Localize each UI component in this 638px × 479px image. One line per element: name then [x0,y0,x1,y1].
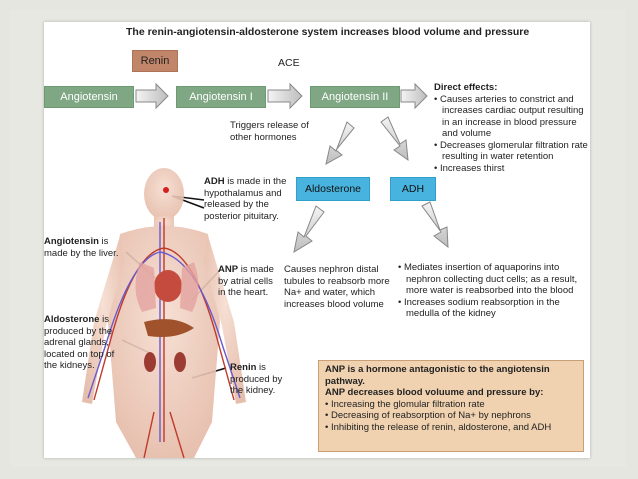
direct-effects: Direct effects: Causes arteries to const… [434,82,590,174]
angiotensin-ii-box: Angiotensin II [310,86,400,108]
angiotensin-box: Angiotensin [44,86,134,108]
arrow-ii-to-aldosterone [325,121,355,165]
direct-effect-item: Causes arteries to constrict and increas… [434,94,590,140]
adh-label: ADH is made in the hypothalamus and rele… [204,176,292,222]
arrow-ii-to-effects [400,82,428,110]
anp-info-box: ANP is a hormone antagonistic to the ang… [318,360,584,452]
anp-label-bold: ANP [218,264,239,275]
anp-box-line2: ANP decreases blood voluume and pressure… [325,387,544,398]
adh-label-rest: is made in the hypothalamus and released… [204,176,287,222]
renin-label-rest: is produced by the kidney. [230,362,283,396]
adh-box: ADH [390,177,436,201]
renin-label: Renin is produced by the kidney. [230,362,296,397]
triggers-text: Triggers release of other hormones [230,120,309,143]
diagram-title: The renin-angiotensin-aldosterone system… [126,26,530,38]
anp-box-item: Increasing the glomular filtration rate [325,399,577,411]
ace-label: ACE [278,57,300,69]
heart-icon [154,270,182,302]
renin-label-bold: Renin [230,362,257,373]
anp-box-item: Decreasing of reabsorption of Na+ by nep… [325,410,577,422]
angiotensin-label-bold: Angiotensin [44,236,99,247]
lung-icon [135,262,156,312]
anp-box-line1: ANP is a hormone antagonistic to the ang… [325,364,550,387]
adh-effect-item: Mediates insertion of aquaporins into ne… [398,262,588,297]
adh-label-bold: ADH [204,176,225,187]
arrow-i-to-ii [267,82,303,110]
aldosterone-label-bold: Aldosterone [44,314,100,325]
adh-effect-item: Increases sodium reabsorption in the med… [398,297,588,320]
angiotensin-i-box: Angiotensin I [176,86,266,108]
aldosterone-box: Aldosterone [296,177,370,201]
arrow-ii-to-adh [380,116,409,162]
kidney-icon [174,352,186,372]
direct-effect-item: Decreases glomerular filtration rate res… [434,140,590,163]
arrow-adh-down [421,201,449,249]
diagram-card: The renin-angiotensin-aldosterone system… [44,22,590,459]
aldosterone-label-rest: is produced by the adrenal glands, locat… [44,314,115,371]
aldosterone-effect-text: Causes nephron distal tubules to reabsor… [284,264,390,310]
renin-box: Renin [132,50,178,72]
anp-box-item: Inhibiting the release of renin, aldoste… [325,422,577,434]
lung-icon [180,262,199,312]
liver-icon [144,319,194,337]
anp-label-rest: is made by atrial cells in the heart. [218,264,274,298]
adh-effects: Mediates insertion of aquaporins into ne… [398,262,588,320]
human-body-figure [82,168,246,459]
direct-effect-item: Increases thirst [434,163,590,175]
hypothalamus-dot [163,187,169,193]
arrow-angiotensin-to-i [135,82,169,110]
angiotensin-label: Angiotensin is made by the liver. [44,236,130,259]
angiotensin-label-rest: is made by the liver. [44,236,119,259]
kidney-icon [144,352,156,372]
aldosterone-label: Aldosterone is produced by the adrenal g… [44,314,120,372]
arrow-aldosterone-down [293,205,325,254]
anp-label: ANP is made by atrial cells in the heart… [218,264,282,299]
direct-effects-heading: Direct effects: [434,82,498,93]
